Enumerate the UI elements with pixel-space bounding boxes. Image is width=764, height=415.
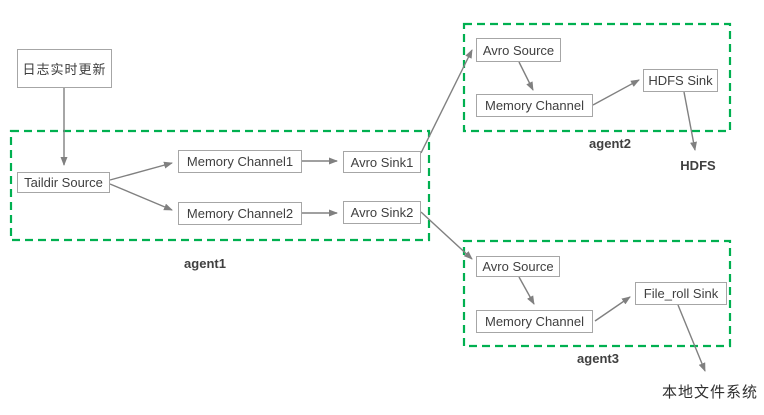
node-file-roll-sink: File_roll Sink [635, 282, 727, 305]
arrow-taildir-to-memory-channel2 [109, 183, 173, 211]
arrow-agent3-memory-channel-to-file-roll-sink [594, 296, 631, 322]
arrow-avro-sink2-to-agent3-avro-source [420, 211, 473, 260]
arrow-agent2-memory-channel-to-hdfs-sink [592, 79, 640, 106]
node-taildir-source: Taildir Source [17, 172, 110, 193]
arrow-hdfs-sink-to-hdfs [683, 91, 697, 151]
arrow-agent2-avro-source-to-memory-channel [518, 61, 534, 91]
local-file-system-label: 本地文件系统 [662, 383, 759, 401]
node-avro-sink1: Avro Sink1 [343, 151, 421, 173]
node-agent3-avro-source: Avro Source [476, 256, 560, 277]
arrow-file-roll-sink-to-local-fs [677, 304, 706, 372]
agent1-boundary [9, 129, 431, 242]
node-agent3-memory-channel: Memory Channel [476, 310, 593, 333]
agent2-label: agent2 [589, 136, 631, 151]
agent3-label: agent3 [577, 351, 619, 366]
node-avro-sink2: Avro Sink2 [343, 201, 421, 224]
agent3-boundary [462, 239, 732, 348]
node-agent2-avro-source: Avro Source [476, 38, 561, 62]
arrow-avro-sink1-to-agent2-avro-source [420, 49, 473, 154]
node-hdfs-sink: HDFS Sink [643, 69, 718, 92]
node-memory-channel1: Memory Channel1 [178, 150, 302, 173]
hdfs-label: HDFS [680, 158, 716, 173]
agent1-label: agent1 [184, 256, 226, 271]
arrow-taildir-to-memory-channel1 [109, 161, 173, 181]
node-memory-channel2: Memory Channel2 [178, 202, 302, 225]
arrow-agent3-avro-source-to-memory-channel [518, 276, 535, 305]
node-log-realtime-update: 日志实时更新 [17, 49, 112, 88]
node-agent2-memory-channel: Memory Channel [476, 94, 593, 117]
agent2-boundary [462, 22, 732, 133]
